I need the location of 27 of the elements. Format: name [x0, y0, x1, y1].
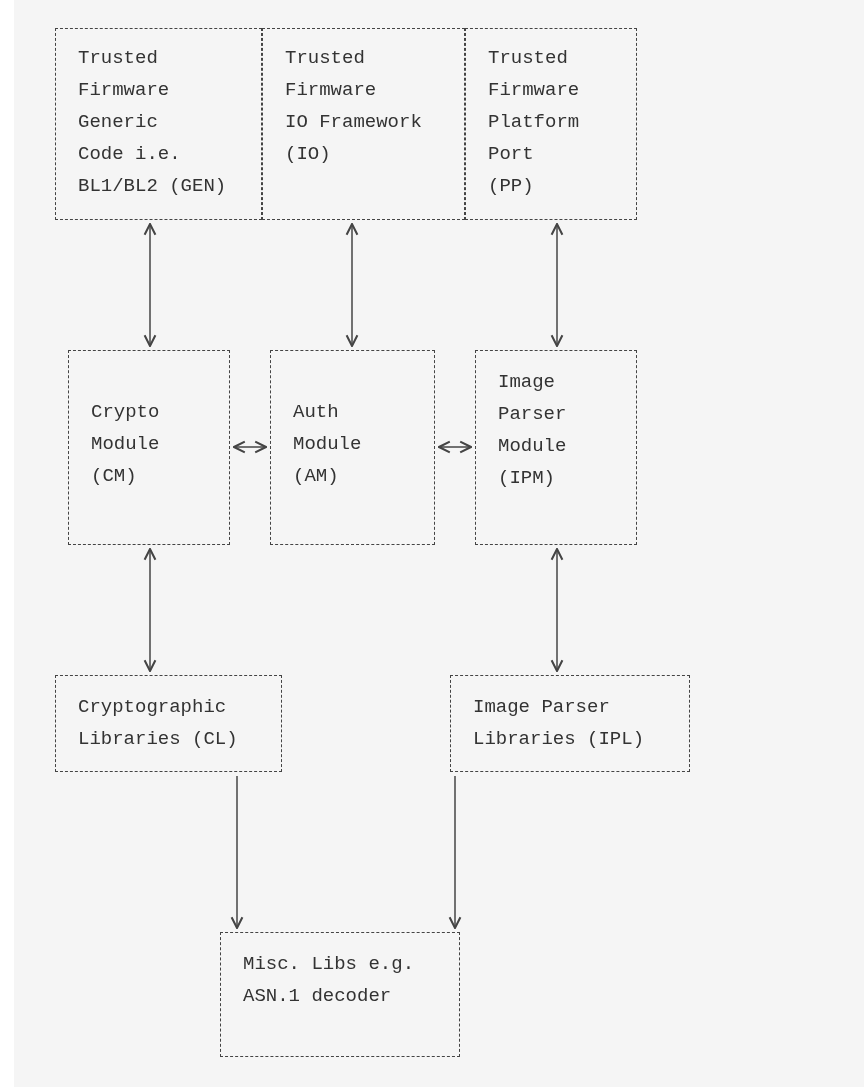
module-label: Trusted Firmware Generic Code i.e. BL1/BL2 (GEN): [78, 45, 227, 199]
arrow: [345, 223, 359, 347]
module-box: [475, 350, 637, 545]
module-label: Misc. Libs e.g. ASN.1 decoder: [243, 951, 415, 1009]
module-box: [270, 350, 435, 545]
module-box: [55, 28, 262, 220]
module-box: [220, 932, 460, 1057]
arrow: [448, 775, 462, 929]
module-label: Image Parser Libraries (IPL): [473, 694, 645, 752]
module-box: [465, 28, 637, 220]
module-label: Image Parser Module (IPM): [498, 369, 567, 491]
module-box: [68, 350, 230, 545]
arrow: [143, 548, 157, 672]
arrow: [143, 223, 157, 347]
module-label: Trusted Firmware IO Framework (IO): [285, 45, 422, 167]
module-box: [55, 675, 282, 772]
module-box: [450, 675, 690, 772]
arrow: [438, 440, 472, 454]
module-label: Crypto Module (CM): [91, 399, 160, 489]
arrow: [233, 440, 267, 454]
module-label: Trusted Firmware Platform Port (PP): [488, 45, 580, 199]
arrow: [550, 548, 564, 672]
module-box: [262, 28, 465, 220]
module-label: Cryptographic Libraries (CL): [78, 694, 238, 752]
arrow: [550, 223, 564, 347]
arrow: [230, 775, 244, 929]
module-label: Auth Module (AM): [293, 399, 362, 489]
